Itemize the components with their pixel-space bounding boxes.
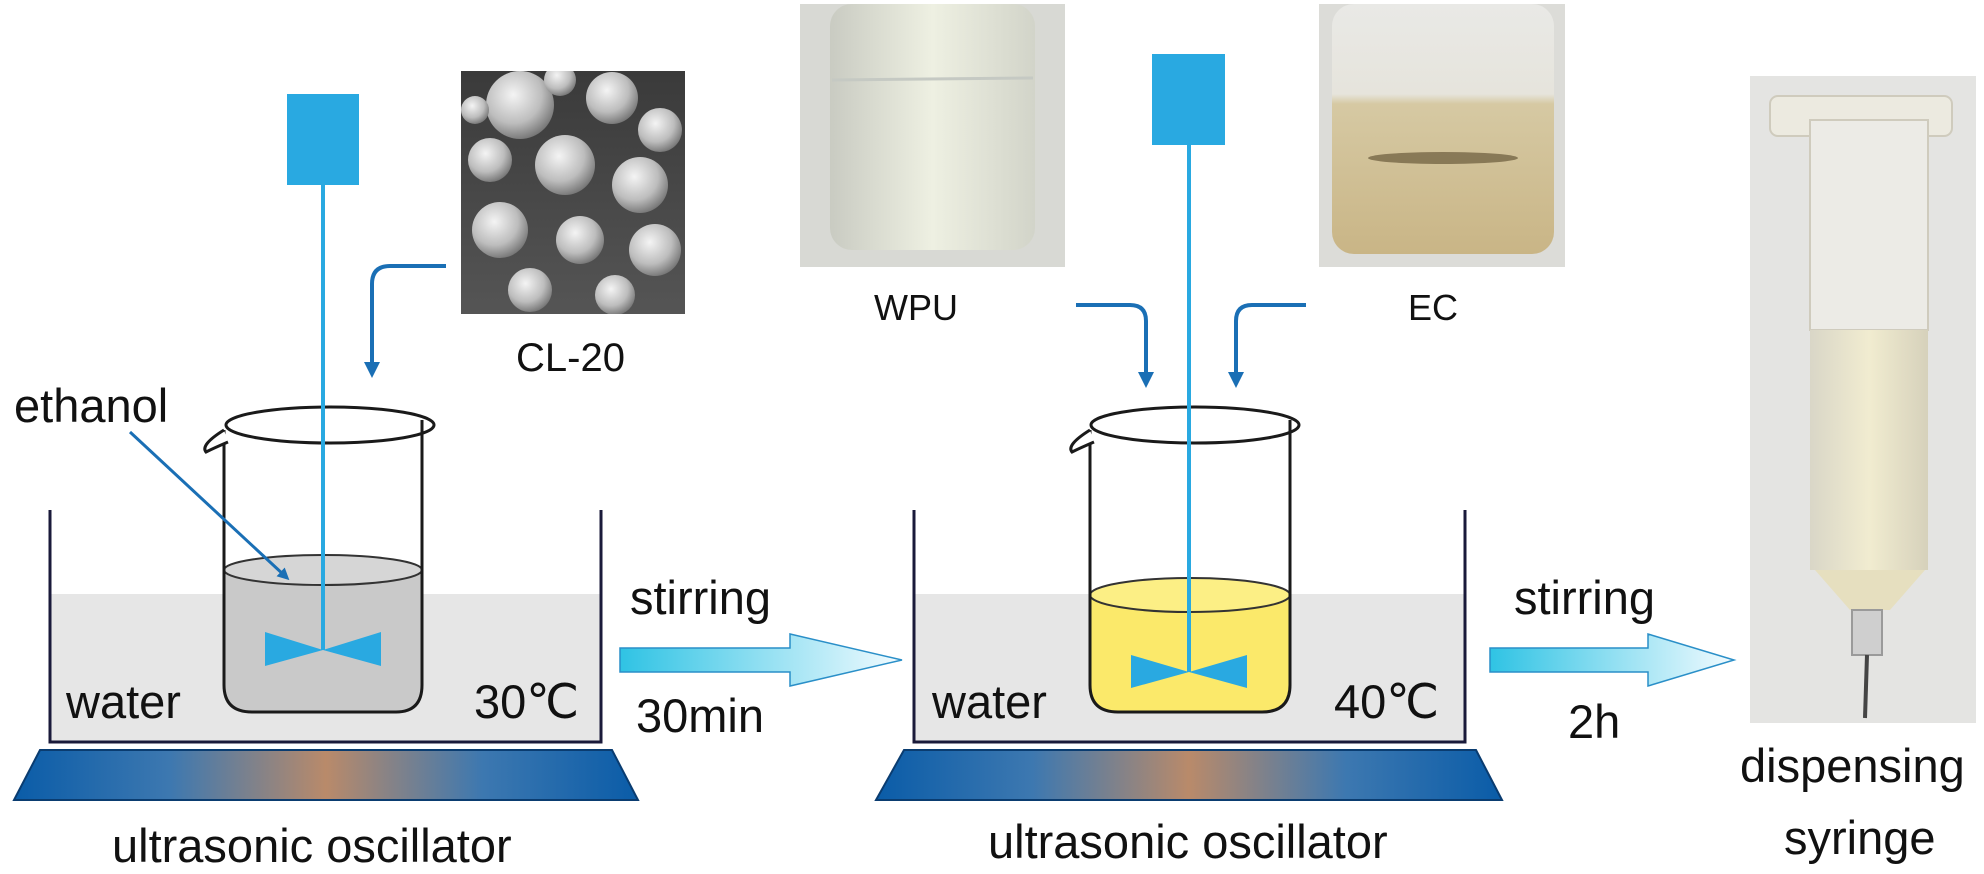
ethanol-pointer-arrow xyxy=(128,430,290,581)
left-stirrer-blade-right xyxy=(323,632,381,666)
cl20-feed-arrow xyxy=(364,264,446,378)
middle-stirrer-blade xyxy=(1131,655,1189,688)
water-label-middle: water xyxy=(932,675,1047,728)
stirring-label-1: stirring xyxy=(630,571,772,624)
dispensing-syringe-photo xyxy=(1750,76,1976,723)
middle-setup xyxy=(800,4,1565,801)
left-stirrer-motor xyxy=(287,94,359,185)
middle-oscillator-platform xyxy=(874,749,1504,801)
middle-beaker-rim xyxy=(1089,405,1301,445)
middle-stirrer-blade-right xyxy=(1189,655,1247,688)
flow-arrow-2 xyxy=(1489,632,1737,688)
flow-arrow-1 xyxy=(619,633,903,687)
ec-label: EC xyxy=(1408,287,1459,328)
left-setup xyxy=(12,71,685,801)
middle-stirrer-motor xyxy=(1152,54,1225,145)
left-beaker xyxy=(222,420,424,714)
middle-beaker-spout xyxy=(1069,428,1095,454)
left-oscillator-platform xyxy=(12,749,640,801)
water-label-left: water xyxy=(66,675,181,728)
syringe-label-line1: dispensing xyxy=(1740,739,1965,792)
left-bath-walls xyxy=(48,510,603,744)
cl20-label: CL-20 xyxy=(516,336,625,380)
left-beaker-rim xyxy=(224,405,436,445)
left-stirrer-blade xyxy=(265,632,323,666)
ec-feed-arrow xyxy=(1228,303,1306,388)
ethanol-label: ethanol xyxy=(14,379,169,432)
wpu-vial-photo xyxy=(800,4,1065,267)
middle-bath-walls xyxy=(912,510,1467,744)
oscillator-label-middle: ultrasonic oscillator xyxy=(988,815,1388,868)
cl20-sem-micrograph xyxy=(461,71,685,314)
middle-beaker xyxy=(1088,420,1292,714)
time-label-1: 30min xyxy=(636,689,765,742)
syringe-label-line2: syringe xyxy=(1784,811,1936,864)
temperature-label-middle: 40℃ xyxy=(1334,675,1440,728)
ec-vial-photo xyxy=(1319,4,1565,267)
oscillator-label-left: ultrasonic oscillator xyxy=(112,819,512,872)
wpu-feed-arrow xyxy=(1076,303,1154,388)
wpu-label: WPU xyxy=(874,287,958,328)
temperature-label-left: 30℃ xyxy=(474,675,580,728)
time-label-2: 2h xyxy=(1568,695,1621,748)
stirring-label-2: stirring xyxy=(1514,571,1656,624)
left-beaker-spout xyxy=(203,428,229,454)
